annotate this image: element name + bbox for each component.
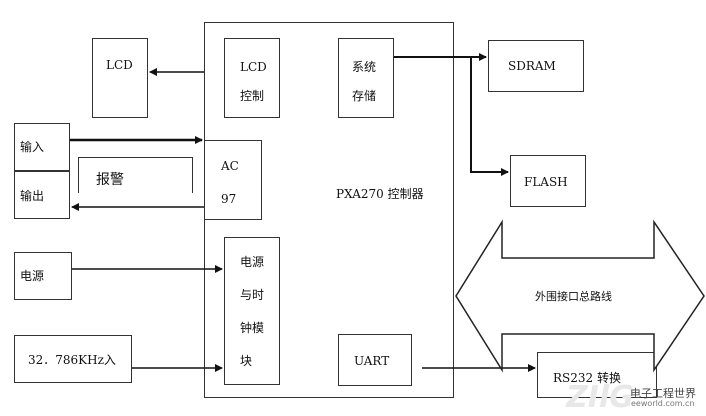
sdram-block [488,40,584,92]
flash-label: FLASH [524,175,568,189]
system-storage-block [338,38,394,118]
lcd-label: LCD [106,58,133,72]
ac97-block [204,140,262,220]
sys-storage-line1: 系统 [352,60,377,74]
sdram-label: SDRAM [508,59,556,73]
power-clock-line2: 与时 [240,288,265,302]
input-label: 输入 [20,140,45,154]
crystal-label: 32．786KHz入 [28,353,116,367]
lcd-controller-block [224,38,280,118]
lcd-block [92,38,148,118]
power-clock-line4: 块 [240,354,253,368]
output-block [14,171,70,219]
rs232-block [537,352,657,398]
controller-label: PXA270 控制器 [336,187,424,201]
flash-block [510,155,586,207]
lcd-ctrl-line1: LCD [240,60,267,74]
ac97-line2: 97 [221,192,237,206]
peripheral-bus-label: 外围接口总路线 [535,290,612,303]
peripheral-bus-shape [455,219,705,373]
flash-arrow [470,57,509,176]
alarm-label: 报警 [96,172,124,188]
crystal-block [14,335,132,383]
power-label: 电源 [20,269,45,283]
sys-storage-line2: 存储 [352,89,377,103]
power-clock-line1: 电源 [240,255,265,269]
output-label: 输出 [20,189,45,203]
zlg-watermark-logo: ZIlG [566,380,634,415]
uart-block [338,334,412,386]
input-block [14,123,70,171]
power-clock-line3: 钟模 [240,321,265,335]
power-block [14,252,72,300]
watermark-chinese: 电子工程世界 [630,387,696,400]
ac97-line1: AC [221,159,239,173]
rs232-label: RS232 转换 [553,371,621,385]
power-clock-module-block [224,237,280,385]
uart-label: UART [354,354,390,368]
alarm-block [78,157,193,193]
watermark-site: eeworld.com.cn [631,399,695,408]
lcd-ctrl-line2: 控制 [240,89,265,103]
